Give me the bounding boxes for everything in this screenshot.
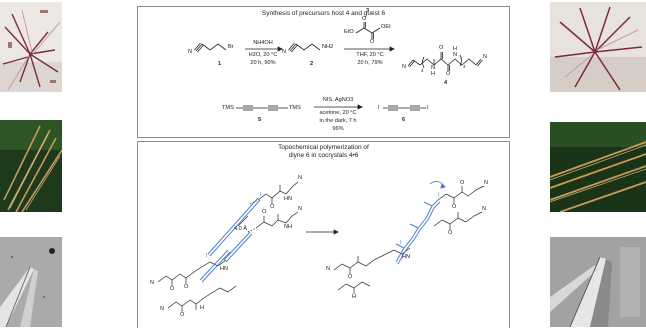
compound-5-tms-left: TMS: [222, 105, 234, 111]
left-atom-h-bottom: H: [200, 305, 205, 311]
compound-2-label: 2: [310, 61, 314, 67]
compound-4-label: 4: [444, 80, 448, 86]
compound-4-sub-left: 4: [421, 68, 424, 73]
left-atom-nh-mid: NH: [284, 224, 293, 230]
compound-5-label: 5: [258, 117, 262, 123]
distance-label: 4.0 Å: [234, 226, 248, 232]
compound-4-n-right: N: [453, 52, 458, 58]
compound-6-i-right: I: [427, 105, 429, 111]
synthesis-scheme-panel: Synthesis of precursors host 4 and guest…: [137, 6, 510, 138]
reagent-3-o-top: O: [362, 16, 367, 22]
left-atom-n-top: N: [298, 175, 303, 181]
left-atom-i-1: I: [260, 192, 262, 198]
photo-sem-right: [550, 237, 646, 327]
left-atom-i-2: I: [206, 253, 208, 259]
right-atom-hn-low: HN: [402, 254, 411, 260]
left-atom-n-low: N: [150, 280, 155, 286]
atom-nh2: NH2: [322, 44, 334, 50]
polymerization-title-line1: Topochemical polymerization of: [278, 144, 369, 151]
compound-4-h-right: H: [453, 46, 458, 52]
compound-6-i-left: I: [378, 105, 380, 111]
compound-5-tms-right: TMS: [289, 105, 301, 111]
right-atom-h-low: H: [352, 294, 357, 300]
left-atom-n-bottom: N: [160, 306, 165, 312]
step2-conditions-2: 20 h, 79%: [357, 60, 383, 66]
step3-reagent: NIS, AgNO3: [322, 97, 354, 103]
reagent-3-o-bottom: O: [370, 39, 375, 45]
compound-4-sub-right: 4: [463, 64, 466, 69]
left-atom-n-mid: N: [298, 206, 303, 212]
step3-conditions-2: in the dark, 7 h: [319, 118, 357, 124]
right-atom-i-1: I: [438, 192, 440, 198]
step2-conditions-1: THF, 20 °C: [356, 52, 384, 58]
atom-n-1: N: [188, 49, 193, 55]
photo-crystals-green-left: [0, 120, 62, 212]
right-atom-o-top2: O: [460, 180, 465, 186]
step1-reagent: NH4OH: [253, 40, 273, 46]
compound-4-n-end: N: [483, 54, 488, 60]
step3-conditions-3: 96%: [332, 126, 344, 132]
right-atom-i-2: I: [400, 240, 402, 246]
step1-conditions-1: H2O, 20 °C: [248, 52, 278, 58]
polymerization-structures: [157, 181, 485, 312]
left-atom-o-low1: O: [170, 286, 175, 292]
step3-conditions-1: acetone, 20 °C: [319, 110, 357, 116]
right-atom-n-low: N: [326, 266, 331, 272]
compound-1-label: 1: [218, 61, 222, 67]
left-atom-o-mid: O: [262, 209, 267, 215]
atom-br: Br: [228, 44, 234, 50]
step1-conditions-2: 20 h, 90%: [250, 60, 276, 66]
polymerization-scheme-panel: Topochemical polymerization of diyne 6 i…: [137, 141, 510, 328]
right-atom-o-top: O: [452, 204, 457, 210]
right-atom-n-top: N: [484, 180, 489, 186]
polymerization-title-line2: diyne 6 in cocrystals 4•6: [288, 152, 359, 159]
compound-4-o-bottom: O: [446, 71, 451, 77]
left-atom-o-top: O: [270, 204, 275, 210]
compound-4-n-left: N: [402, 64, 407, 70]
compound-4-o-top: O: [439, 45, 444, 51]
photo-sem-left: [0, 237, 62, 327]
photo-crystals-green-right: [550, 122, 646, 212]
left-atom-o-bottom: O: [180, 312, 185, 318]
right-atom-o-low: O: [348, 274, 353, 280]
compound-4-h-left: H: [431, 71, 436, 77]
compound-4-nh-left: N: [431, 65, 436, 71]
left-atom-hn-top: HN: [284, 196, 293, 202]
compound-6-label: 6: [402, 117, 406, 123]
reagent-3-eto: EtO: [344, 29, 354, 35]
photo-crystals-red-right: [550, 2, 646, 92]
reagent-3-label: 3: [366, 8, 370, 14]
left-atom-hn-low: HN: [220, 266, 229, 272]
left-atom-o-low2: O: [184, 284, 189, 290]
synthesis-scheme-title: Synthesis of precursors host 4 and guest…: [261, 10, 386, 17]
atom-n-2: N: [282, 49, 287, 55]
photo-crystals-red-left: [0, 2, 62, 92]
synthesis-bonds: [194, 22, 483, 111]
right-atom-o-mid: O: [448, 230, 453, 236]
right-atom-n-mid: N: [482, 206, 487, 212]
reagent-3-oet: OEt: [381, 24, 391, 30]
